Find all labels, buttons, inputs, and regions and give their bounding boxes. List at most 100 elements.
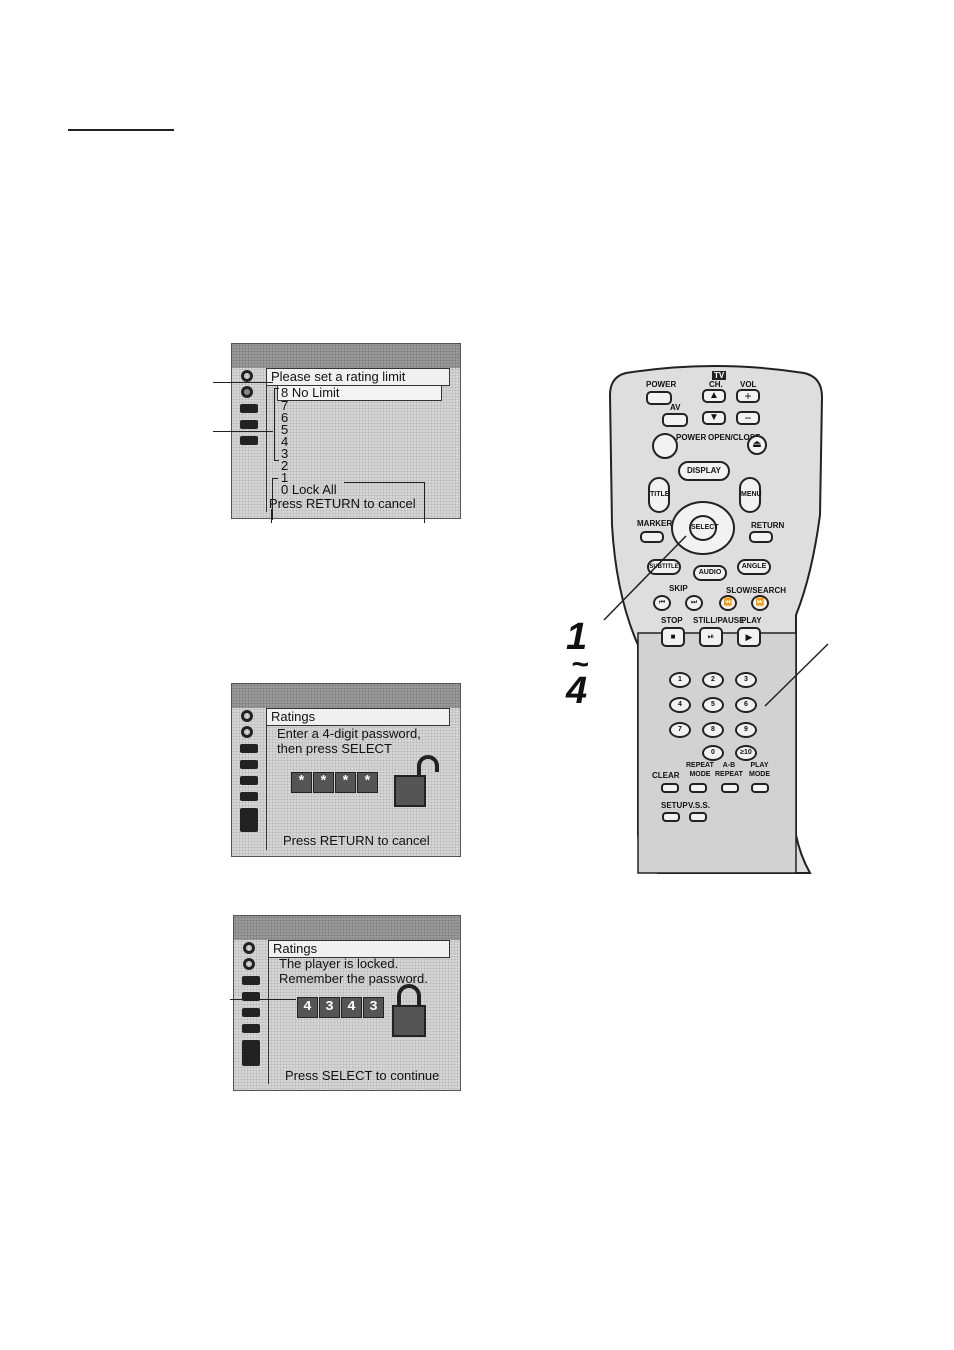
- skip-forward-icon: ⏭: [690, 599, 698, 606]
- chevron-down-icon: ▼: [709, 412, 719, 423]
- disc-icon: [243, 942, 255, 954]
- skip-back-button[interactable]: ⏮: [653, 595, 671, 611]
- volume-down-button[interactable]: −: [736, 411, 760, 425]
- setup-label: SETUP: [661, 801, 688, 810]
- subtitle-button[interactable]: SUBTITLE: [647, 559, 681, 575]
- channel-up-button[interactable]: ▲: [702, 389, 726, 403]
- menu-button[interactable]: MENU: [739, 477, 762, 513]
- plus-icon: +: [744, 389, 752, 403]
- power-label: POWER: [646, 380, 677, 389]
- still-pause-button[interactable]: ⏯: [699, 627, 723, 647]
- stop-button[interactable]: ■: [661, 627, 685, 647]
- stop-icon: ■: [670, 632, 676, 641]
- rating-option[interactable]: 4: [281, 434, 289, 449]
- number-0-button[interactable]: 0: [702, 745, 724, 761]
- subtitle-label: SUBTITLE: [649, 564, 679, 570]
- audio-button[interactable]: AUDIO: [693, 565, 727, 581]
- tv-power-button[interactable]: [646, 391, 672, 405]
- menu-icon-column: [238, 940, 266, 1084]
- title-button[interactable]: TITLE: [648, 477, 670, 513]
- marker-button[interactable]: [640, 531, 664, 543]
- disc-icon: [241, 710, 253, 722]
- password-digit: *: [313, 772, 334, 793]
- screen-footer: Press RETURN to cancel: [283, 833, 430, 848]
- power-button[interactable]: [652, 433, 678, 459]
- number-1-button[interactable]: 1: [669, 672, 691, 688]
- rewind-button[interactable]: ⏪: [719, 595, 737, 611]
- select-button[interactable]: SELECT: [689, 515, 719, 541]
- locked-padlock-icon: [392, 984, 426, 1037]
- password-digit: 3: [319, 997, 340, 1018]
- password-digit: 3: [363, 997, 384, 1018]
- ab-repeat-label: A-B REPEAT: [715, 761, 743, 779]
- return-button[interactable]: [749, 531, 773, 543]
- menu-icon: [242, 992, 260, 1001]
- channel-down-button[interactable]: ▼: [702, 411, 726, 425]
- locked-panel: Ratings The player is locked. Remember t…: [268, 940, 450, 1084]
- ab-repeat-line1: A-B: [722, 762, 736, 769]
- bracket-line: [344, 482, 424, 483]
- display-button[interactable]: DISPLAY: [678, 461, 730, 481]
- display-label: DISPLAY: [687, 466, 721, 475]
- number-3-button[interactable]: 3: [735, 672, 757, 688]
- open-close-button[interactable]: ⏏: [747, 435, 767, 455]
- screen-footer: Press SELECT to continue: [285, 1068, 440, 1083]
- rating-option[interactable]: 6: [281, 410, 289, 425]
- rating-option-lock-all[interactable]: 0 Lock All: [281, 482, 337, 497]
- screen-title: Please set a rating limit: [267, 368, 450, 386]
- volume-label: VOL: [740, 380, 757, 389]
- ab-repeat-button[interactable]: [721, 783, 739, 793]
- play-mode-line2: MODE: [749, 771, 770, 778]
- pointer-lines: [603, 535, 829, 707]
- number-10-plus-button[interactable]: ≥10: [735, 745, 757, 761]
- rating-option[interactable]: 7: [281, 398, 289, 413]
- number-6-button[interactable]: 6: [735, 697, 757, 713]
- password-digit: 4: [297, 997, 318, 1018]
- rating-option[interactable]: 5: [281, 422, 289, 437]
- menu-icon: [242, 1040, 260, 1066]
- disc-icon: [241, 370, 253, 382]
- vss-button[interactable]: [689, 812, 707, 822]
- password-digit: *: [357, 772, 378, 793]
- channel-label: CH.: [709, 380, 723, 389]
- rating-option[interactable]: 1: [281, 470, 289, 485]
- eject-icon: ⏏: [752, 439, 762, 450]
- play-label: PLAY: [741, 616, 762, 625]
- number-8-button[interactable]: 8: [702, 722, 724, 738]
- rating-option-selected[interactable]: 8 No Limit: [277, 385, 442, 401]
- pause-icon: ⏯: [707, 632, 715, 641]
- disc-icon: [243, 958, 255, 970]
- rating-option[interactable]: 2: [281, 458, 289, 473]
- repeat-mode-button[interactable]: [689, 783, 707, 793]
- number-5-button[interactable]: 5: [702, 697, 724, 713]
- menu-icon: [240, 760, 258, 769]
- clear-button[interactable]: [661, 783, 679, 793]
- instruction-line: then press SELECT: [277, 741, 392, 756]
- menu-icon: [240, 792, 258, 801]
- skip-forward-button[interactable]: ⏭: [685, 595, 703, 611]
- number-7-button[interactable]: 7: [669, 722, 691, 738]
- callout-line: [424, 509, 425, 523]
- menu-icon: [240, 404, 258, 413]
- number-9-button[interactable]: 9: [735, 722, 757, 738]
- audio-label: AUDIO: [698, 569, 722, 576]
- rating-limit-screen: Please set a rating limit 8 No Limit 7 6…: [231, 343, 461, 520]
- bracket-line: [424, 482, 425, 520]
- menu-icon: [240, 420, 258, 429]
- volume-up-button[interactable]: +: [736, 389, 760, 403]
- minus-icon: −: [744, 411, 752, 425]
- play-mode-button[interactable]: [751, 783, 769, 793]
- vss-label: V.S.S.: [688, 801, 710, 810]
- rating-option[interactable]: 3: [281, 446, 289, 461]
- fast-forward-button[interactable]: ⏩: [751, 595, 769, 611]
- stop-label: STOP: [661, 616, 683, 625]
- av-label: AV: [670, 403, 681, 412]
- rewind-icon: ⏪: [723, 599, 733, 606]
- menu-icon: [240, 436, 258, 445]
- setup-button[interactable]: [662, 812, 680, 822]
- number-2-button[interactable]: 2: [702, 672, 724, 688]
- angle-button[interactable]: ANGLE: [737, 559, 771, 575]
- av-button[interactable]: [662, 413, 688, 427]
- play-button[interactable]: ▶: [737, 627, 761, 647]
- number-4-button[interactable]: 4: [669, 697, 691, 713]
